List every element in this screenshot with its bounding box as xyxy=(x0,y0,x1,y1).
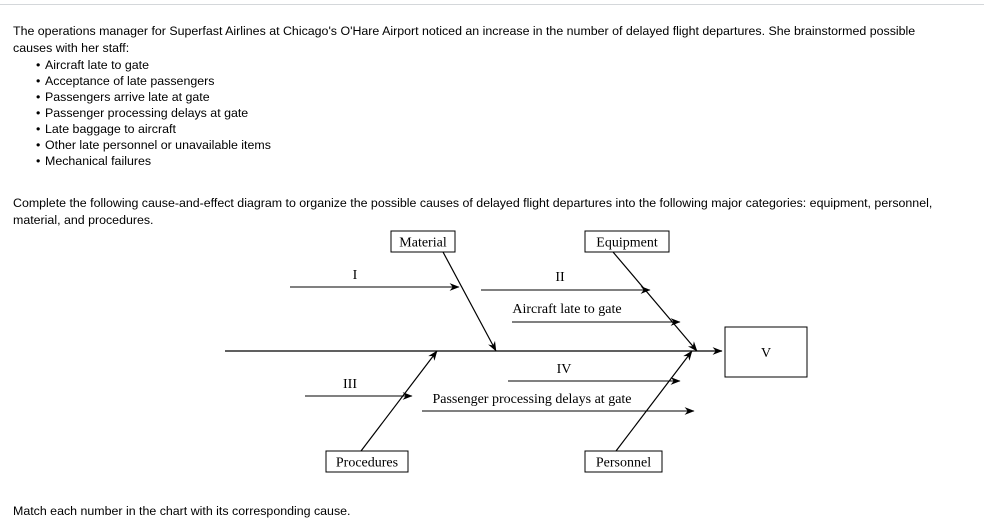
bullet-icon: • xyxy=(36,106,41,120)
closing-instruction: Match each number in the chart with its … xyxy=(13,504,351,519)
cause-list-item-label: Acceptance of late passengers xyxy=(45,74,215,88)
bullet-icon: • xyxy=(36,122,41,136)
category-box-procedures xyxy=(325,450,409,473)
cause-list-item-label: Other late personnel or unavailable item… xyxy=(45,138,271,152)
intro-paragraph: The operations manager for Superfast Air… xyxy=(13,24,916,55)
page-top-divider xyxy=(0,4,984,5)
bullet-icon: • xyxy=(36,90,41,104)
cause-list-item: • Late baggage to aircraft xyxy=(36,121,536,137)
effect-head-box xyxy=(724,326,808,378)
cause-label-personnel-2: Passenger processing delays at gate xyxy=(432,392,631,407)
category-label-equipment: Equipment xyxy=(596,236,658,251)
cause-label-equipment-2: Aircraft late to gate xyxy=(512,302,621,317)
cause-list-item-label: Passenger processing delays at gate xyxy=(45,106,249,120)
bullet-icon: • xyxy=(36,74,41,88)
causes-bullet-list: • Aircraft late to gate • Acceptance of lat… xyxy=(36,57,536,169)
bullet-icon: • xyxy=(36,58,41,72)
category-box-personnel xyxy=(584,450,663,473)
cause-list-item-label: Passengers arrive late at gate xyxy=(45,90,210,104)
effect-head-label: V xyxy=(761,346,771,361)
cause-label-equipment-1: II xyxy=(555,270,565,285)
category-box-equipment xyxy=(584,230,670,253)
cause-list-item-label: Late baggage to aircraft xyxy=(45,122,176,136)
cause-list-item: • Passengers arrive late at gate xyxy=(36,89,536,105)
category-bone-material xyxy=(442,251,497,352)
cause-list-item: • Aircraft late to gate xyxy=(36,57,536,73)
cause-list-item-label: Aircraft late to gate xyxy=(45,58,149,72)
category-bone-personnel xyxy=(615,350,693,452)
cause-list-item: • Other late personnel or unavailable ite… xyxy=(36,137,536,153)
cause-label-personnel-1: IV xyxy=(557,362,572,377)
bullet-icon: • xyxy=(36,154,41,168)
cause-list-item: • Mechanical failures xyxy=(36,153,536,169)
category-label-procedures: Procedures xyxy=(336,456,398,471)
category-box-material xyxy=(390,230,456,253)
cause-label-material-1: I xyxy=(353,268,358,283)
fishbone-bones-layer xyxy=(225,230,808,473)
bullet-icon: • xyxy=(36,138,41,152)
cause-label-procedures-1: III xyxy=(343,377,357,392)
cause-list-item: • Passenger processing delays at gate xyxy=(36,105,536,121)
cause-list-item-label: Mechanical failures xyxy=(45,154,152,168)
cause-list-item: • Acceptance of late passengers xyxy=(36,73,536,89)
category-bone-equipment xyxy=(612,251,698,352)
category-label-personnel: Personnel xyxy=(596,456,651,471)
instruction-paragraph: Complete the following cause-and-effect … xyxy=(13,196,933,227)
category-bone-procedures xyxy=(360,350,438,452)
category-label-material: Material xyxy=(399,236,447,251)
